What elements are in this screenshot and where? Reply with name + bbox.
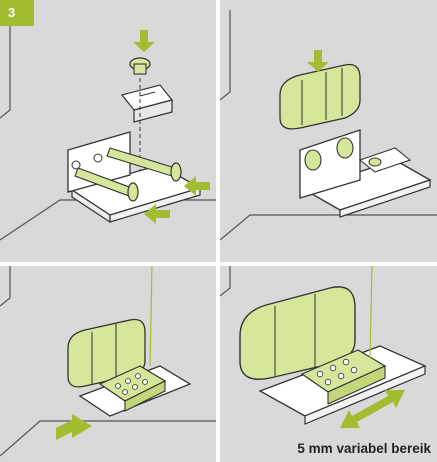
step-badge: 3 [0,0,34,26]
range-caption: 5 mm variabel bereik [297,441,431,456]
panel-4-illustration [220,266,437,462]
panel-1: 3 [0,0,216,262]
bracket-cover [280,65,360,129]
panel-4: 5 mm variabel bereik [220,266,437,462]
arrow-right-icon [56,414,92,440]
panel-3 [0,266,216,462]
panel-2 [220,0,437,262]
panel-2-illustration [220,0,437,262]
arrow-down-icon [133,30,155,52]
panel-3-illustration [0,266,216,462]
panel-1-illustration [0,0,216,262]
